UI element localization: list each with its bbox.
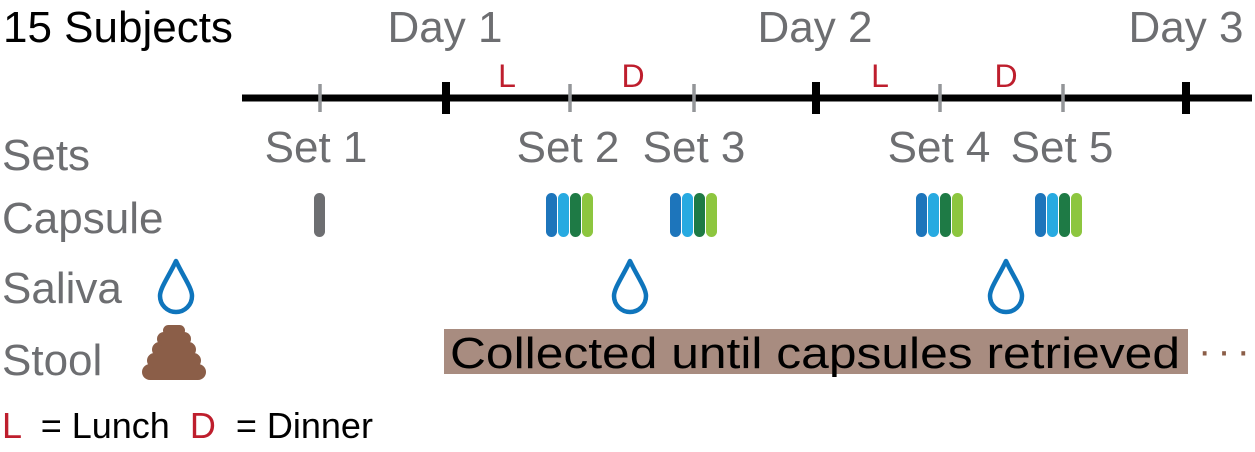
set-3-label: Set 3 [643,123,746,172]
droplet-icon [987,258,1025,315]
capsule-group-set-5 [1035,193,1082,237]
day-1-label: Day 1 [388,3,503,52]
legend-lunch-key: L [2,405,21,446]
day-2-label: Day 2 [758,3,873,52]
capsule-single-gray [314,193,325,237]
set-4-label: Set 4 [888,123,991,172]
meal-lunch-2: L [871,58,889,94]
row-label-stool: Stool [2,336,102,385]
legend-dinner-key: D [190,405,216,446]
row-label-saliva: Saliva [2,264,122,313]
stool-continuation-dots: ··· [1198,329,1255,373]
set-5-label: Set 5 [1011,123,1114,172]
day-3-label: Day 3 [1129,3,1244,52]
capsule-group-set-4 [916,193,963,237]
droplet-icon [157,258,195,315]
legend-dinner-text: = Dinner [236,405,373,446]
stool-icon [142,325,206,380]
droplet-icon [611,258,649,315]
svg-text:L = Lunch D: L = Lunch D = Dinner [2,405,373,446]
set-2-label: Set 2 [517,123,620,172]
legend-lunch-text: = Lunch [41,405,170,446]
capsule-group-set-3 [670,193,717,237]
timeline-axis [242,82,1252,114]
meal-dinner-2: D [994,58,1017,94]
meal-lunch-1: L [498,58,516,94]
meal-dinner-1: D [621,58,644,94]
stool-collection-text: Collected until capsules retrieved [450,329,1180,378]
meal-legend: L = Lunch D = Dinner [2,405,373,446]
stool-collection-bar [444,329,1188,374]
row-label-sets: Sets [2,131,90,180]
capsule-group-set-2 [546,193,593,237]
subjects-label: 15 Subjects [3,3,233,52]
set-1-label: Set 1 [265,123,368,172]
row-label-capsule: Capsule [2,194,163,243]
